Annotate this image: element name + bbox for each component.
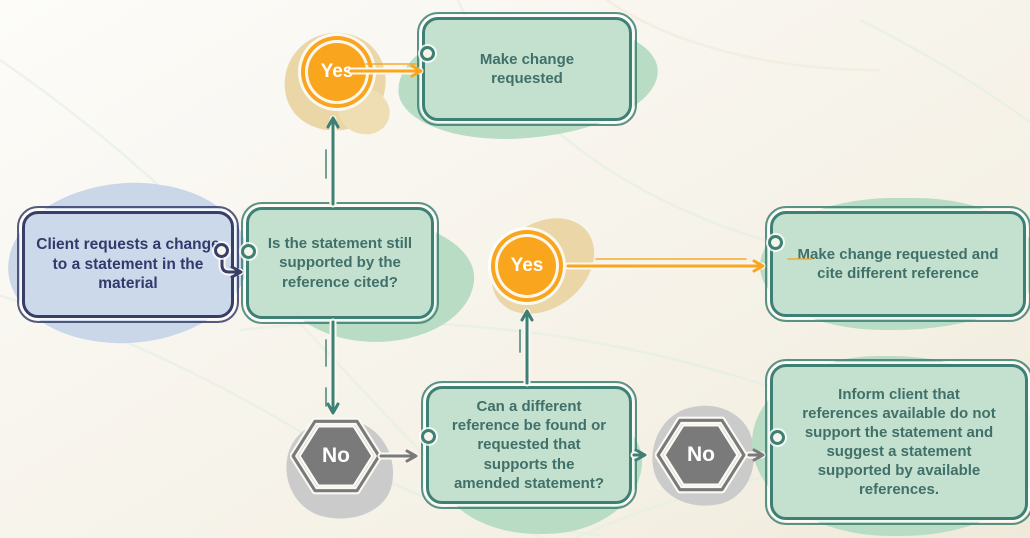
connector-dot-q2 xyxy=(421,429,436,444)
node-yes-1-label: Yes xyxy=(320,61,354,82)
node-outcome-3-label: Inform client that references available … xyxy=(802,385,996,499)
connector-dot-outcome1 xyxy=(420,46,435,61)
node-question-1-label: Is the statement still supported by the … xyxy=(267,235,413,291)
node-question-2-label: Can a different reference be found or re… xyxy=(451,398,607,492)
connector-dot-start xyxy=(214,243,229,258)
node-outcome-1: Make change requested xyxy=(417,12,637,126)
node-yes-2-label: Yes xyxy=(510,255,544,276)
node-yes-1: Yes xyxy=(308,43,366,101)
node-yes-2: Yes xyxy=(498,237,556,295)
node-outcome-2: Make change requested and cite different… xyxy=(765,206,1030,322)
node-outcome-1-label: Make change requested xyxy=(479,50,575,87)
node-start-label: Client requests a change to a statement … xyxy=(36,235,220,293)
node-no-2: No xyxy=(654,413,748,497)
connector-dot-outcome2 xyxy=(768,235,783,250)
connector-dot-outcome3 xyxy=(770,430,785,445)
node-no-2-label: No xyxy=(687,443,715,466)
node-question-1: Is the statement still supported by the … xyxy=(241,202,439,324)
node-no-1: No xyxy=(289,414,383,498)
node-no-1-label: No xyxy=(322,444,350,467)
hexagon-shape xyxy=(654,416,748,494)
node-question-2: Can a different reference be found or re… xyxy=(421,381,637,509)
node-outcome-3: Inform client that references available … xyxy=(765,359,1030,525)
connector-dot-q1 xyxy=(241,244,256,259)
node-start: Client requests a change to a statement … xyxy=(17,206,239,323)
node-outcome-2-label: Make change requested and cite different… xyxy=(797,245,999,282)
